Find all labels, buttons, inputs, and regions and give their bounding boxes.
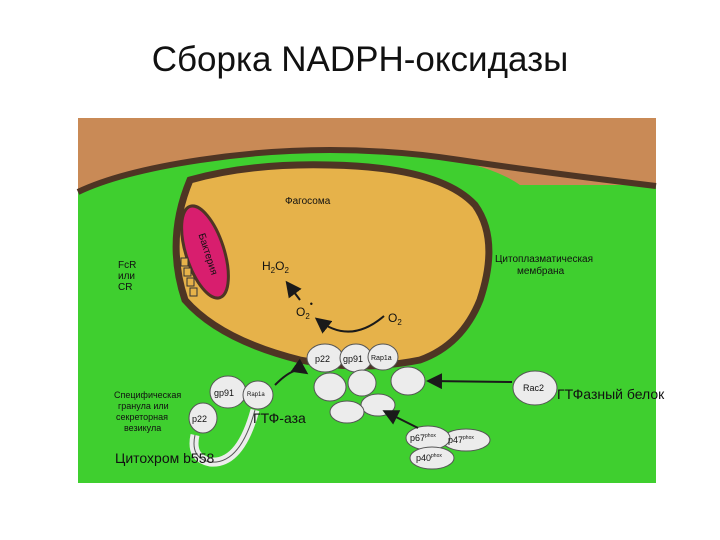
p47-label: p47phox [448,435,474,445]
cytosolic-subunits [405,425,491,470]
membrane-label-1: Цитоплазматическая [495,254,593,265]
extracellular-band [78,118,656,190]
bacterium: Бактерия [180,204,230,300]
rac2-label: Rac2 [523,383,544,393]
arrow-o2-to-superoxide [314,315,385,334]
slide-title: Сборка NADPH-оксидазы [151,40,569,79]
vesicle-p22: p22 [192,414,207,424]
receptor-label-2: или [118,271,135,282]
arrow-vesicle-to-complex [274,358,309,386]
receptor-label-3: CR [118,282,132,293]
assembled-complex [306,343,426,424]
receptor-label-1: FcR [118,260,136,271]
vesicle-label-2: гранула или [118,401,169,411]
cytochrome-annotation: Цитохром b558 [115,450,215,466]
complex-rap1a: Rap1a [371,355,392,362]
upper-membrane [76,147,657,195]
vesicle-label-4: везикула [124,423,161,433]
complex-p22: p22 [315,354,330,364]
superoxide-label: O2• [296,299,313,321]
oxygen-label: O2 [388,311,402,327]
p40-label: p40phox [416,453,442,463]
vesicle-label-3: секреторная [116,412,168,422]
phagosome [172,161,493,370]
receptor-blocks [180,257,198,297]
h2o2-label: H2O2 [262,259,289,275]
vesicle-rap1a: Rap1a [247,392,265,398]
arrow-rac2-to-complex [426,373,513,390]
rac2-description: ГТФазный белок [557,386,665,402]
vesicle-gp91: gp91 [214,388,234,398]
membrane-label-2: мембрана [517,265,565,277]
complex-gp91: gp91 [343,354,363,364]
arrow-phox-to-complex [382,410,419,429]
phagosome-label: Фагосома [285,196,331,207]
granule-vesicle [188,375,274,467]
vesicle-label-1: Специфическая [114,390,181,400]
gtpase-annotation: ГТФ-аза [253,410,306,426]
rac2-subunit [512,370,558,406]
arrow-superoxide-to-h2o2 [285,280,302,301]
p67-label: p67phox [410,433,436,443]
